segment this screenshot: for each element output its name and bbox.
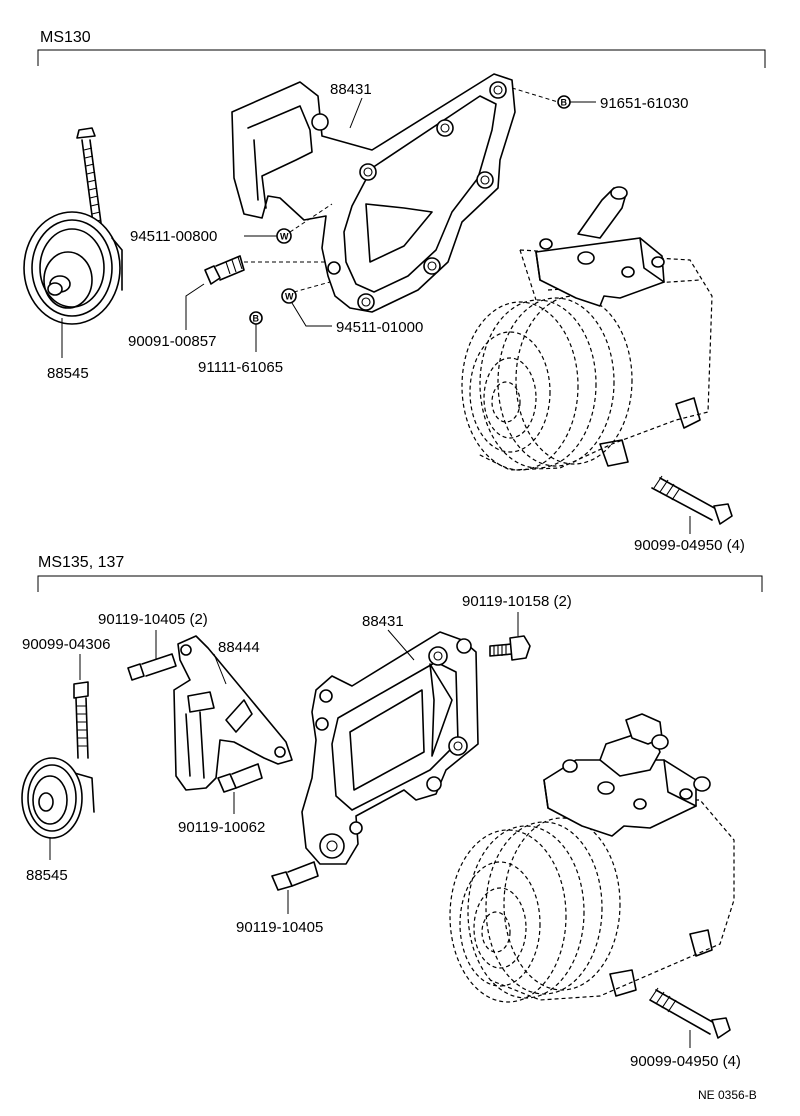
bolt-mid-ms130: [204, 255, 245, 285]
bolt-bottom-ms135: [271, 861, 319, 891]
label-compressor-bolt-ms135: 90099-04950 (4): [630, 1053, 741, 1070]
label-bracket-small-ms135: 88444: [218, 639, 260, 656]
section-ms130: MS130 88545: [23, 29, 766, 554]
bolt-mid-ms135: [217, 763, 263, 793]
compressor-ms135: [449, 713, 735, 1003]
b-marker: B: [561, 98, 568, 108]
bolt-top-right-ms135: [489, 635, 531, 661]
label-washer-lower-ms130: 94511-01000: [336, 319, 423, 336]
label-pulley-ms135: 88545: [26, 867, 68, 884]
svg-text:W: W: [280, 232, 289, 242]
label-bolt-mid-ms130: 90091-00857: [128, 333, 216, 350]
compressor-bolt-ms130: [651, 475, 733, 525]
section-title-ms130: MS130: [40, 29, 91, 46]
label-compressor-bolt-ms130: 90099-04950 (4): [634, 537, 745, 554]
bolt-small-ms135: [127, 653, 177, 681]
label-pulley-ms130: 88545: [47, 365, 89, 382]
section-ms135-137: MS135, 137 90099-04306 88545 90119-10405…: [21, 554, 763, 1070]
label-bolt-bottom-ms135: 90119-10405: [236, 919, 323, 936]
idler-pulley-ms135: [21, 681, 95, 839]
svg-text:B: B: [253, 314, 260, 324]
label-bolt-top-ms135: 90119-10158 (2): [462, 593, 572, 610]
section-bracket-line: [37, 575, 763, 592]
compressor-ms130: [461, 186, 713, 471]
figure-code: NE 0356-B: [698, 1088, 757, 1102]
label-bolt-top-ms130: 91651-61030: [600, 95, 688, 112]
label-bolt-mid-ms135: 90119-10062: [178, 819, 265, 836]
label-bracket-ms130: 88431: [330, 81, 372, 98]
label-bracket-main-ms135: 88431: [362, 613, 404, 630]
label-bolt-left-ms135: 90099-04306: [22, 636, 110, 653]
section-title-ms135-137: MS135, 137: [38, 554, 124, 571]
section-bracket-line: [37, 49, 766, 68]
bracket-main-ms135: [301, 631, 479, 865]
label-bolt-bracket-top-ms135: 90119-10405 (2): [98, 611, 208, 628]
bracket-ms130: [231, 73, 516, 313]
svg-text:W: W: [285, 292, 294, 302]
idler-pulley-ms130: [23, 127, 123, 325]
label-washer-upper-ms130: 94511-00800: [130, 228, 217, 245]
label-bolt-lower-ms130: 91111-61065: [198, 359, 283, 376]
compressor-bolt-ms135: [649, 987, 731, 1039]
bracket-small-ms135: [173, 635, 293, 791]
